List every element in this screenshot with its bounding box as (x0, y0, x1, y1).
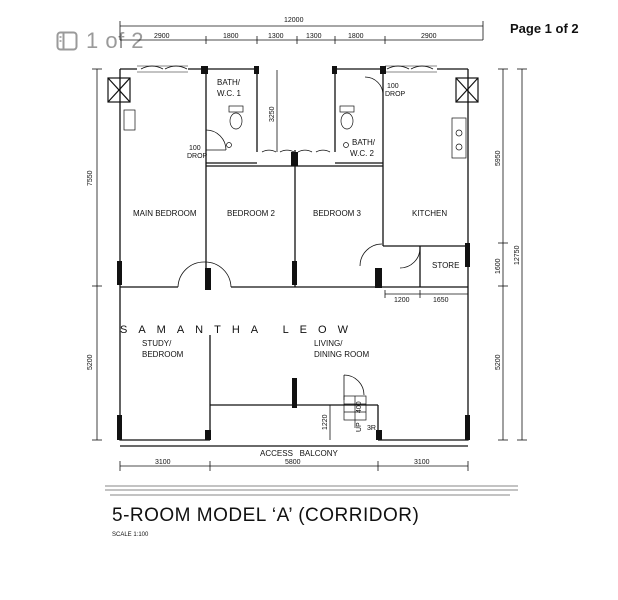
document-pages-icon (56, 31, 78, 51)
label-study-line1: STUDY/ (142, 339, 172, 348)
page-indicator-text: 1 of 2 (86, 28, 145, 53)
label-main-bedroom: MAIN BEDROOM (133, 209, 197, 218)
dim-bath-depth: 3250 (269, 106, 276, 122)
label-bath-1-line2: W.C. 1 (217, 89, 242, 98)
dim-balcony-depth: 1220 (322, 414, 329, 430)
dim-bottom-3: 3100 (414, 459, 430, 466)
label-study-line2: BEDROOM (142, 350, 184, 359)
label-kitchen: KITCHEN (412, 209, 447, 218)
label-store: STORE (432, 261, 459, 270)
label-living-line2: DINING ROOM (314, 350, 369, 359)
dim-top-1: 2900 (154, 33, 170, 40)
dim-left-lower: 5200 (87, 354, 94, 370)
note-drop-1-label: DROP (187, 153, 208, 160)
label-bath-2-line1: BATH/ (352, 138, 376, 147)
dim-left-upper: 7550 (87, 170, 94, 186)
dim-right-lower: 5200 (495, 354, 502, 370)
dim-right-store: 1600 (495, 258, 502, 274)
dim-right-overall: 12750 (514, 245, 521, 265)
note-drop-1-value: 100 (189, 145, 201, 152)
dim-bottom-1: 3100 (155, 459, 171, 466)
label-bath-1-line1: BATH/ (217, 78, 241, 87)
dim-overall-top: 12000 (284, 17, 304, 24)
plan-title: 5-ROOM MODEL ‘A’ (CORRIDOR) (112, 505, 419, 526)
label-bath-2-line2: W.C. 2 (350, 149, 375, 158)
dim-top-3: 1300 (268, 33, 284, 40)
dim-bottom-2: 5800 (285, 459, 301, 466)
dim-top-6: 2900 (421, 33, 437, 40)
note-drop-2-value: 100 (387, 83, 399, 90)
page-counter: Page 1 of 2 (510, 21, 579, 36)
label-access-balcony: ACCESS BALCONY (260, 449, 338, 458)
dim-top-2: 1800 (223, 33, 239, 40)
dim-right-upper: 5950 (495, 150, 502, 166)
note-400: 400 (356, 401, 363, 413)
dim-store-w1: 1200 (394, 297, 410, 304)
note-3r: 3R (367, 425, 376, 432)
dim-top-5: 1800 (348, 33, 364, 40)
label-living-line1: LIVING/ (314, 339, 343, 348)
plan-scale: SCALE 1:100 (112, 532, 149, 538)
watermark-text: SAMANTHA LEOW (120, 324, 359, 336)
label-bedroom-3: BEDROOM 3 (313, 209, 362, 218)
note-drop-2-label: DROP (385, 91, 406, 98)
page-indicator[interactable]: 1 of 2 (56, 28, 144, 54)
label-bedroom-2: BEDROOM 2 (227, 209, 276, 218)
note-up: UP (356, 422, 363, 432)
dim-store-w2: 1650 (433, 297, 449, 304)
dim-top-4: 1300 (306, 33, 322, 40)
